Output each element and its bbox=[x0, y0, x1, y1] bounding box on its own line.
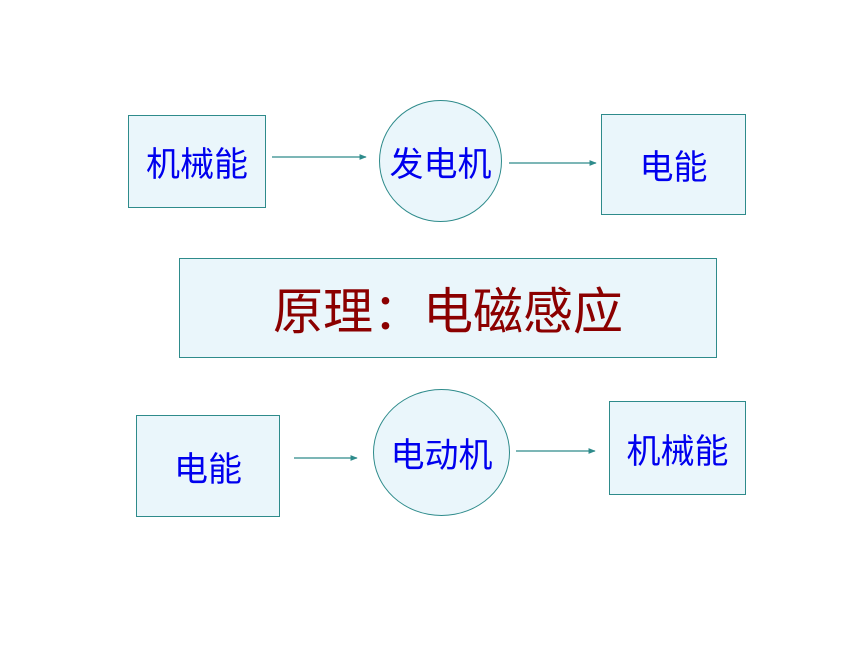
bottom-input-label: 电能 bbox=[174, 449, 242, 490]
bottom-output-box: 机械能 bbox=[609, 401, 746, 495]
principle-box: 原理：电磁感应 bbox=[179, 258, 717, 358]
top-input-label: 机械能 bbox=[146, 145, 248, 185]
top-output-label: 电能 bbox=[639, 148, 708, 188]
motor-label: 电动机 bbox=[390, 436, 493, 476]
top-output-box: 电能 bbox=[601, 114, 746, 215]
principle-label: 原理：电磁感应 bbox=[273, 283, 623, 341]
bottom-output-label: 机械能 bbox=[626, 431, 729, 472]
motor-circle: 电动机 bbox=[373, 389, 510, 516]
generator-circle: 发电机 bbox=[379, 100, 502, 222]
bottom-input-box: 电能 bbox=[136, 415, 280, 517]
top-input-box: 机械能 bbox=[128, 115, 266, 208]
generator-label: 发电机 bbox=[389, 144, 492, 185]
